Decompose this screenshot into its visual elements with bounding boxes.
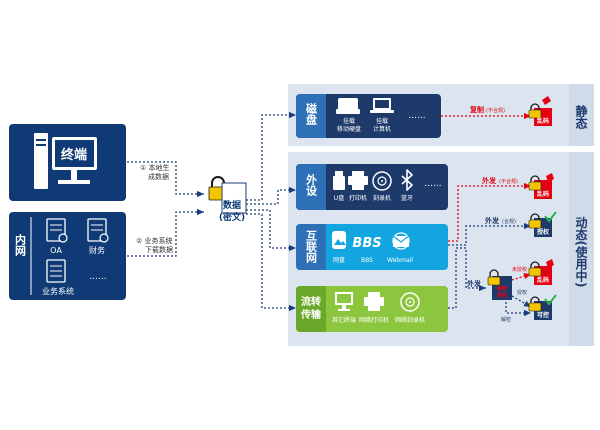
internet-webmail-label: Webmail — [387, 257, 413, 264]
source-connectors — [127, 161, 204, 257]
data-node: 数据 (密文) — [208, 176, 247, 223]
disk-item-1-line2: 移动硬盘 — [337, 125, 361, 133]
peripheral-more-dots: ...... — [424, 179, 441, 189]
authorize-label: 授权 — [537, 228, 550, 236]
transfer-terminal-label: 其它终端 — [332, 316, 356, 324]
monitor-icon — [335, 292, 353, 311]
internet-title: 互联网 — [305, 230, 318, 264]
intranet-label: 内网 — [14, 233, 27, 257]
disk-more-dots: ...... — [408, 111, 425, 121]
send-noncompliant-note: (不合规) — [499, 178, 518, 185]
copy-note: (不合规) — [486, 107, 505, 114]
terminal-note-line2: 成数据 — [148, 172, 169, 181]
lock-icon — [528, 175, 542, 191]
static-zone-label: 静态 — [574, 104, 588, 130]
dynamic-flows — [448, 182, 532, 317]
network-printer-icon — [364, 292, 384, 311]
copy-flow: 复制 (不合规) — [441, 105, 531, 120]
intranet-box: 内网 OA 财务 业务系统 ...... — [9, 212, 126, 300]
decrypt-authorize-lock: 解密 授权 — [487, 269, 512, 300]
laptop-icon — [370, 98, 394, 113]
peripheral-usb-label: U盘 — [334, 194, 344, 202]
intranet-more-dots: ...... — [89, 272, 106, 282]
disk-item-2-line2: 计算机 — [373, 125, 391, 133]
cloud-drive-icon — [332, 231, 346, 249]
unauthorized-label: 未授权 — [512, 266, 527, 273]
finance-server-icon — [87, 218, 109, 243]
send-label: 外发 — [467, 279, 482, 288]
lock-icon — [528, 213, 542, 229]
controllable-label: 可控 — [537, 311, 549, 319]
decrypt-label: 解密 — [501, 316, 511, 323]
business-server-icon — [46, 259, 66, 283]
authorized-label: 授权 — [517, 289, 527, 296]
intranet-note-line2: 下载数据 — [145, 245, 173, 254]
ciphertext-label: (密文) — [219, 211, 245, 223]
cd-burner-icon — [372, 171, 392, 191]
internet-row: 互联网 网盘 BBS BBS Webmail — [296, 224, 448, 270]
internet-cloud-label: 网盘 — [333, 256, 345, 264]
lock-icon — [528, 296, 542, 312]
disk-item-1-line1: 挂载 — [343, 117, 355, 125]
dynamic-garbled-label: 乱码 — [537, 190, 549, 198]
peripheral-printer-label: 打印机 — [349, 194, 367, 202]
peripheral-bluetooth-label: 蓝牙 — [401, 194, 413, 202]
desktop-computer-icon — [34, 133, 97, 189]
transfer-burner-label: 网络刻录机 — [395, 316, 425, 324]
data-connectors — [246, 111, 296, 312]
network-cd-burner-icon — [400, 292, 420, 312]
data-label: 数据 — [223, 199, 241, 211]
transfer-printer-label: 网络打印机 — [359, 316, 389, 324]
dynamic-zone-label: 动态(使用中) — [574, 216, 588, 287]
usb-drive-icon — [333, 171, 345, 190]
terminal-box: 终端 — [9, 124, 126, 201]
send-noncompliant-label: 外发 — [482, 176, 497, 185]
decrypt-lock-line1: 解密 — [497, 285, 507, 292]
webmail-icon — [392, 232, 410, 250]
finance-label: 财务 — [89, 245, 105, 255]
peripheral-title: 外设 — [305, 173, 319, 197]
transfer-row: 流转传输 其它终端 网络打印机 网络刻录机 — [296, 286, 448, 332]
intranet-note-line1: ② 业务系统 — [136, 236, 173, 245]
disk-title: 磁盘 — [305, 102, 318, 125]
transfer-title-line1: 流转传输 — [300, 295, 322, 321]
bbs-icon: BBS — [352, 236, 381, 251]
decrypt-lock-line2: 授权 — [496, 292, 508, 299]
unauthorized-garbled-result: 乱码 — [528, 259, 554, 285]
peripheral-row: 外设 U盘 打印机 刻录机 蓝牙 ...... — [296, 164, 448, 210]
static-garbled-result: 乱码 — [528, 96, 552, 126]
lock-icon — [487, 269, 501, 286]
dynamic-garbled-result: 乱码 — [528, 173, 554, 199]
terminal-label: 终端 — [61, 147, 87, 163]
internet-bbs-label: BBS — [361, 257, 373, 264]
bluetooth-icon — [401, 169, 413, 191]
hard-drive-icon — [336, 98, 360, 114]
disk-item-2-line1: 挂载 — [376, 117, 388, 125]
copy-label: 复制 — [469, 105, 484, 114]
business-system-label: 业务系统 — [42, 286, 74, 296]
controllable-result: 可控 — [528, 294, 557, 320]
lock-icon — [528, 261, 542, 277]
peripheral-burner-label: 刻录机 — [373, 194, 391, 202]
send-compliant-note: (合规) — [502, 218, 516, 225]
lock-icon — [528, 103, 542, 119]
oa-label: OA — [50, 246, 62, 255]
unauthorized-garbled-label: 乱码 — [537, 276, 549, 284]
oa-server-icon — [46, 218, 68, 243]
disk-row: 磁盘 挂载 移动硬盘 挂载 计算机 ...... — [296, 94, 441, 138]
static-garbled-label: 乱码 — [537, 117, 549, 125]
send-compliant-label: 外发 — [485, 216, 500, 225]
printer-icon — [348, 171, 368, 190]
authorize-result: 授权 — [528, 211, 557, 237]
terminal-note-line1: ① 本地生 — [140, 163, 170, 172]
